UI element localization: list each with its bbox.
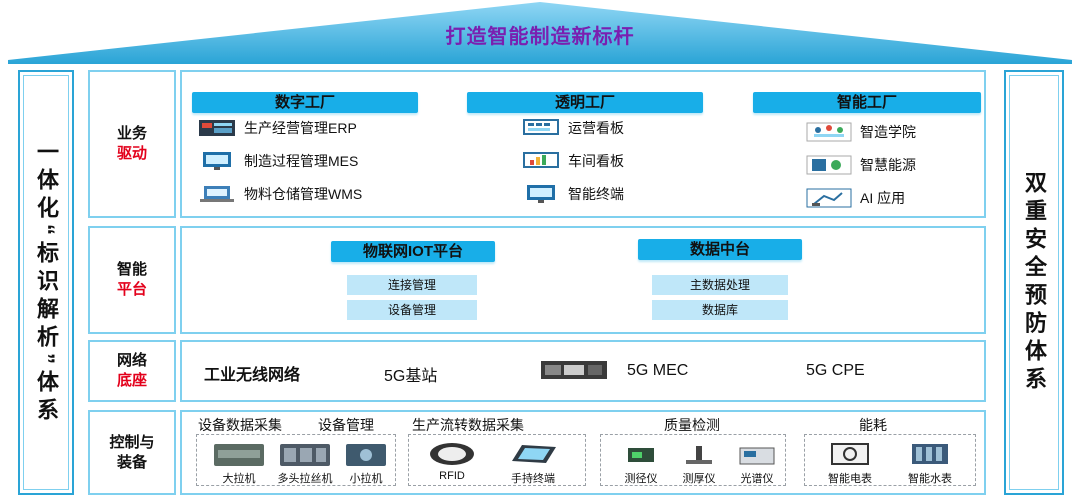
small-drawer-icon bbox=[346, 444, 386, 466]
group-energy bbox=[804, 434, 976, 486]
device-thickness-gauge: 测厚仪 bbox=[682, 473, 716, 485]
rfid-icon bbox=[430, 443, 474, 465]
smart-factory-title: 智能工厂 bbox=[753, 92, 981, 113]
list-item-smart-terminal: 智能终端 bbox=[522, 184, 624, 204]
device-rfid: RFID bbox=[439, 470, 465, 482]
handheld-terminal-icon bbox=[512, 445, 556, 463]
sub-master-data: 主数据处理 bbox=[652, 275, 788, 295]
roof-banner bbox=[8, 2, 1072, 64]
multi-head-machine-icon bbox=[280, 444, 330, 466]
diameter-gauge-icon bbox=[628, 448, 654, 462]
group-label-device-mgmt: 设备管理 bbox=[318, 417, 374, 433]
device-diameter-gauge: 测径仪 bbox=[624, 473, 658, 485]
group-label-energy: 能耗 bbox=[859, 417, 887, 433]
network-section bbox=[180, 340, 986, 402]
water-meter-icon bbox=[912, 444, 948, 464]
list-item-wms: 物料仓储管理WMS bbox=[198, 184, 362, 204]
device-spectrometer: 光谱仪 bbox=[740, 473, 774, 485]
5g-base-station: 5G基站 bbox=[384, 368, 438, 385]
sub-device-mgmt: 设备管理 bbox=[347, 300, 477, 320]
robot-arm-icon bbox=[806, 188, 852, 208]
chart-board-icon bbox=[523, 152, 559, 168]
list-item-ai: AI 应用 bbox=[806, 188, 905, 208]
device-handheld: 手持终端 bbox=[511, 473, 555, 485]
group-label-device-data: 设备数据采集 bbox=[198, 417, 282, 433]
group-device-data bbox=[196, 434, 396, 486]
device-small-drawer: 小拉机 bbox=[349, 473, 383, 485]
roof-title: 打造智能制造新标杆 bbox=[445, 26, 635, 48]
device-large-drawer: 大拉机 bbox=[222, 473, 256, 485]
thickness-gauge-icon bbox=[686, 446, 712, 464]
sub-connection-mgmt: 连接管理 bbox=[347, 275, 477, 295]
monitor-icon bbox=[203, 152, 231, 170]
row-label-platform: 智能平台 bbox=[88, 226, 176, 334]
board-icon bbox=[523, 119, 559, 135]
5g-cpe: 5G CPE bbox=[806, 362, 865, 379]
electric-meter-icon bbox=[831, 443, 869, 465]
row-label-network: 网络底座 bbox=[88, 340, 176, 402]
left-pillar: 一体化“标识解析”体系 bbox=[18, 70, 74, 495]
row-label-control: 控制与装备 bbox=[88, 410, 176, 495]
mec-device-icon bbox=[541, 361, 607, 379]
right-pillar-text: 双重安全预防体系 bbox=[1022, 170, 1047, 395]
erp-dashboard-icon bbox=[199, 120, 235, 136]
digital-factory-title: 数字工厂 bbox=[192, 92, 418, 113]
data-platform-title: 数据中台 bbox=[638, 239, 802, 260]
right-pillar: 双重安全预防体系 bbox=[1004, 70, 1064, 495]
row-label-business: 业务驱动 bbox=[88, 70, 176, 218]
people-icon bbox=[806, 122, 852, 142]
device-multi-head: 多头拉丝机 bbox=[277, 473, 333, 485]
group-production bbox=[408, 434, 586, 486]
business-section bbox=[180, 70, 986, 218]
left-pillar-text: 一体化“标识解析”体系 bbox=[34, 139, 59, 426]
energy-icon bbox=[806, 155, 852, 175]
group-label-quality: 质量检测 bbox=[664, 417, 720, 433]
drawing-machine-icon bbox=[214, 444, 264, 466]
laptop-icon bbox=[200, 186, 234, 202]
list-item-ops-board: 运营看板 bbox=[522, 118, 624, 138]
list-item-mes: 制造过程管理MES bbox=[198, 151, 358, 171]
sub-database: 数据库 bbox=[652, 300, 788, 320]
terminal-icon bbox=[527, 185, 555, 203]
iot-platform-title: 物联网IOT平台 bbox=[331, 241, 495, 262]
platform-section bbox=[180, 226, 986, 334]
industrial-wireless: 工业无线网络 bbox=[204, 367, 301, 384]
control-section bbox=[180, 410, 986, 495]
list-item-erp: 生产经营管理ERP bbox=[198, 118, 357, 138]
list-item-smart-energy: 智慧能源 bbox=[806, 155, 916, 175]
list-item-academy: 智造学院 bbox=[806, 122, 916, 142]
device-water-meter: 智能水表 bbox=[908, 473, 952, 485]
5g-mec: 5G MEC bbox=[627, 362, 689, 379]
group-quality bbox=[600, 434, 786, 486]
spectrometer-icon bbox=[739, 447, 775, 465]
group-label-production: 生产流转数据采集 bbox=[412, 417, 524, 433]
transparent-factory-title: 透明工厂 bbox=[467, 92, 703, 113]
device-electric-meter: 智能电表 bbox=[828, 473, 872, 485]
list-item-workshop-board: 车间看板 bbox=[522, 151, 624, 171]
